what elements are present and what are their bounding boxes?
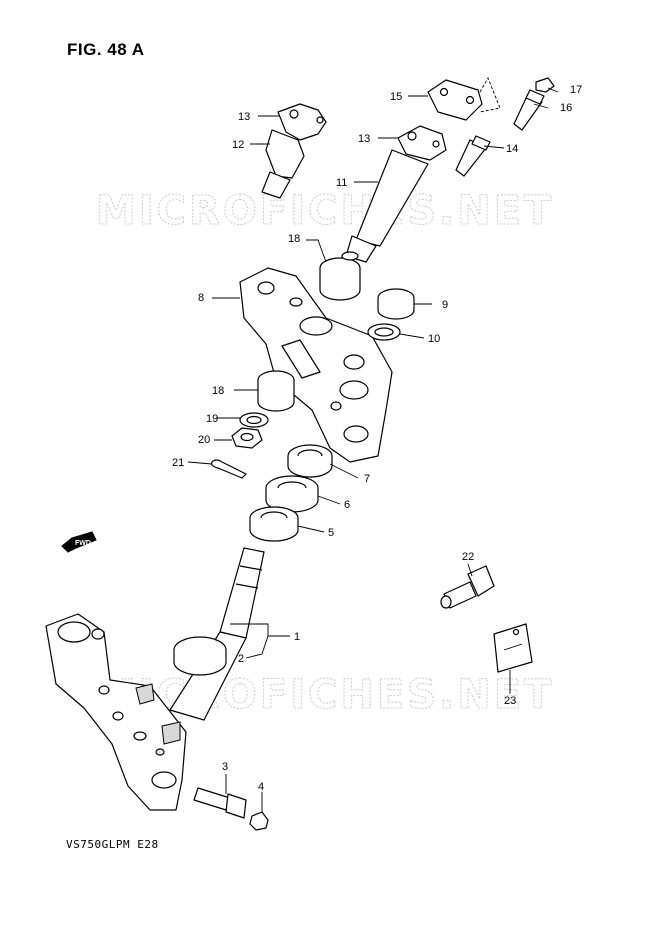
callout-18-lower: 18 <box>212 385 224 397</box>
handlebar-holder-left <box>261 103 327 199</box>
lower-bracket <box>45 613 187 811</box>
callout-11: 11 <box>336 177 347 189</box>
bearing-race-5 <box>249 506 299 542</box>
callout-20: 20 <box>198 434 210 446</box>
callout-6: 6 <box>344 499 350 511</box>
callout-10: 10 <box>428 333 440 345</box>
bearing-race-6 <box>265 475 319 513</box>
spacer-18-lower <box>257 370 295 412</box>
bolt-16 <box>513 89 545 131</box>
callout-9: 9 <box>442 299 448 311</box>
nut-4 <box>249 811 269 831</box>
nut-20 <box>231 427 263 449</box>
fwd-arrow-icon: FWD <box>61 531 97 553</box>
steering-stem <box>169 547 265 721</box>
cap-17 <box>535 77 555 93</box>
model-code: VS750GLPM E28 <box>66 838 159 851</box>
upper-bracket <box>239 267 393 463</box>
bolt-14 <box>455 135 491 177</box>
plate-23 <box>493 623 533 673</box>
washer-19 <box>239 412 269 428</box>
leader-lines <box>187 87 559 812</box>
fwd-label: FWD <box>75 540 91 547</box>
callout-4: 4 <box>258 781 264 793</box>
callout-16: 16 <box>560 102 572 114</box>
callout-1: 1 <box>294 631 300 643</box>
cotter-pin-21 <box>211 459 247 479</box>
callout-22: 22 <box>462 551 474 563</box>
bolt-3 <box>193 787 247 819</box>
figure-title: FIG. 48 A <box>67 40 145 59</box>
callout-labels: 13 12 15 13 11 17 16 14 18 8 9 10 18 19 … <box>172 84 582 793</box>
washer-10 <box>367 323 401 341</box>
callout-15: 15 <box>390 91 402 103</box>
callout-18-upper: 18 <box>288 233 300 245</box>
callout-13-left: 13 <box>238 111 250 123</box>
handlebar-clamp <box>427 79 483 121</box>
callout-3: 3 <box>222 761 228 773</box>
callout-21: 21 <box>172 457 184 469</box>
spacer-18-upper <box>319 251 361 301</box>
cap-9 <box>377 288 415 320</box>
callout-2: 2 <box>238 653 244 665</box>
callout-5: 5 <box>328 527 334 539</box>
callout-17: 17 <box>570 84 582 96</box>
callout-19: 19 <box>206 413 218 425</box>
callout-12: 12 <box>232 139 244 151</box>
bearing-7 <box>287 444 333 478</box>
watermark-top: MICROFICHES.NET <box>96 188 554 234</box>
callout-13-right: 13 <box>358 133 370 145</box>
callout-8: 8 <box>198 292 204 304</box>
handlebar-holder-right <box>345 125 447 263</box>
steering-lock-22 <box>440 565 495 609</box>
callout-23: 23 <box>504 695 516 707</box>
callout-7: 7 <box>364 473 370 485</box>
callout-14: 14 <box>506 143 518 155</box>
